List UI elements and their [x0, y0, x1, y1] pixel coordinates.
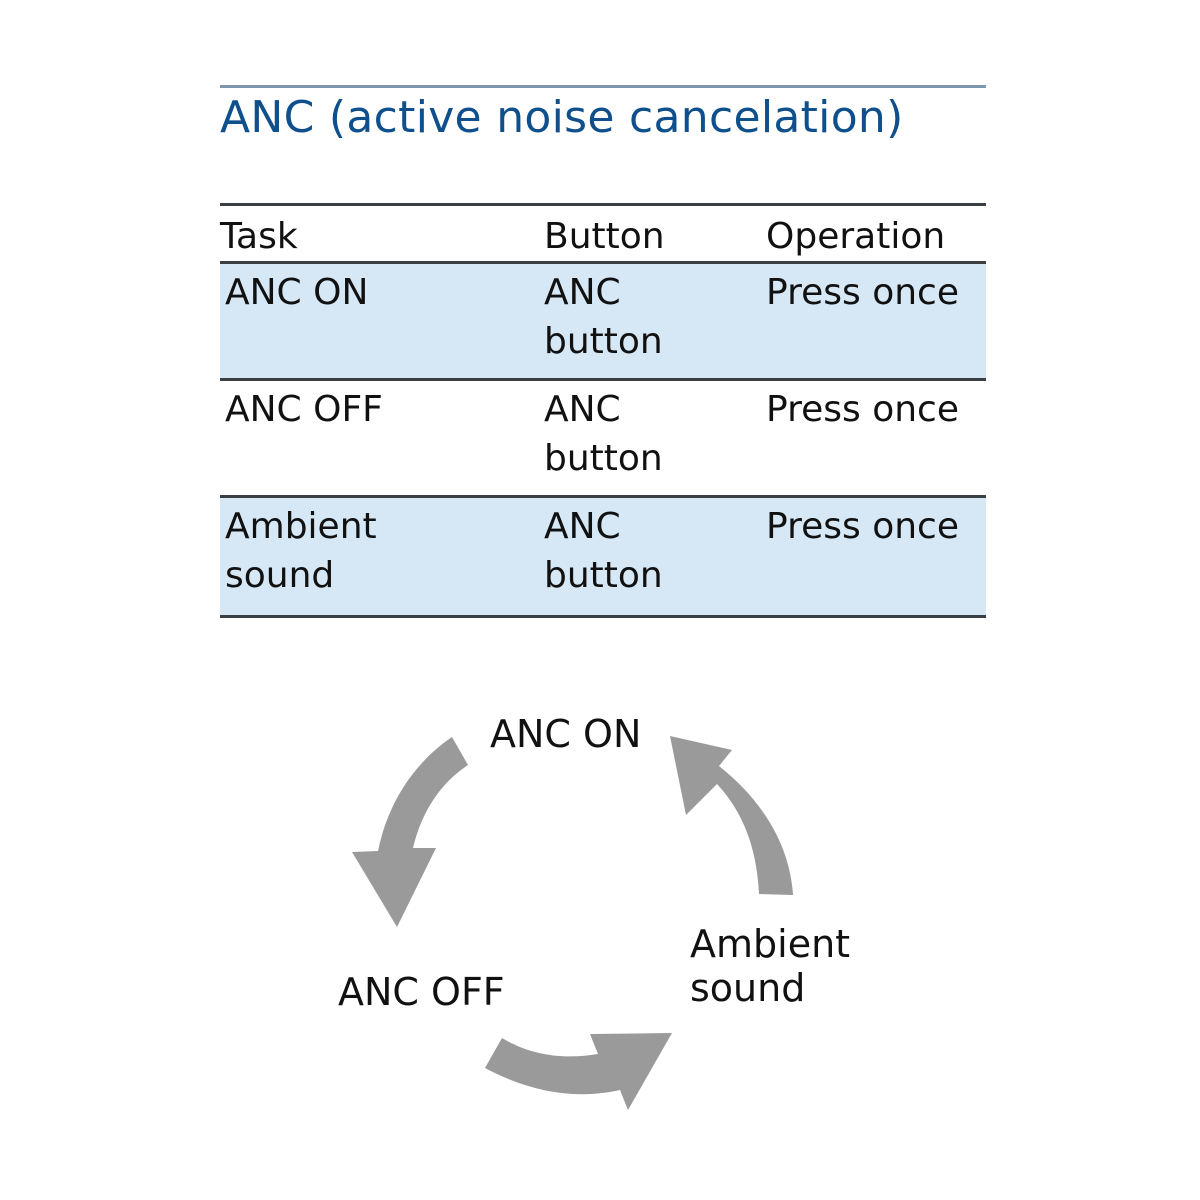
- cell-task: Ambient sound: [225, 506, 377, 596]
- table-top-rule: [220, 203, 986, 206]
- section-title: ANC (active noise cancelation): [220, 92, 904, 143]
- header-button: Button: [544, 216, 665, 257]
- cell-operation: Press once: [766, 389, 959, 430]
- curved-arrow-icon: [485, 1033, 672, 1110]
- state-ambient-sound: Ambient sound: [690, 922, 851, 1010]
- curved-arrow-icon: [670, 736, 793, 895]
- state-anc-off: ANC OFF: [338, 970, 505, 1014]
- table-bottom-rule: [220, 615, 986, 618]
- cell-task: ANC ON: [225, 272, 369, 313]
- cell-button: ANC button: [544, 506, 663, 596]
- row-divider: [220, 378, 986, 381]
- cell-task: ANC OFF: [225, 389, 383, 430]
- table-row: Ambient sound ANC button Press once: [220, 498, 986, 615]
- cell-button: ANC button: [544, 389, 663, 479]
- state-anc-on: ANC ON: [490, 712, 642, 756]
- header-operation: Operation: [766, 216, 946, 257]
- curved-arrow-icon: [352, 737, 468, 927]
- cell-operation: Press once: [766, 506, 959, 547]
- anc-cycle-diagram: ANC ON ANC OFF Ambient sound: [330, 690, 890, 1130]
- table-header-row: Task Button Operation: [220, 206, 986, 261]
- row-divider: [220, 495, 986, 498]
- cycle-arrows: [352, 736, 793, 1110]
- cell-operation: Press once: [766, 272, 959, 313]
- header-task: Task: [220, 216, 298, 257]
- table-row: ANC ON ANC button Press once: [220, 264, 986, 378]
- title-top-rule: [220, 85, 986, 88]
- table-row: ANC OFF ANC button Press once: [220, 381, 986, 495]
- table-header-rule: [220, 261, 986, 264]
- cell-button: ANC button: [544, 272, 663, 362]
- anc-table: Task Button Operation ANC ON ANC button …: [220, 203, 986, 618]
